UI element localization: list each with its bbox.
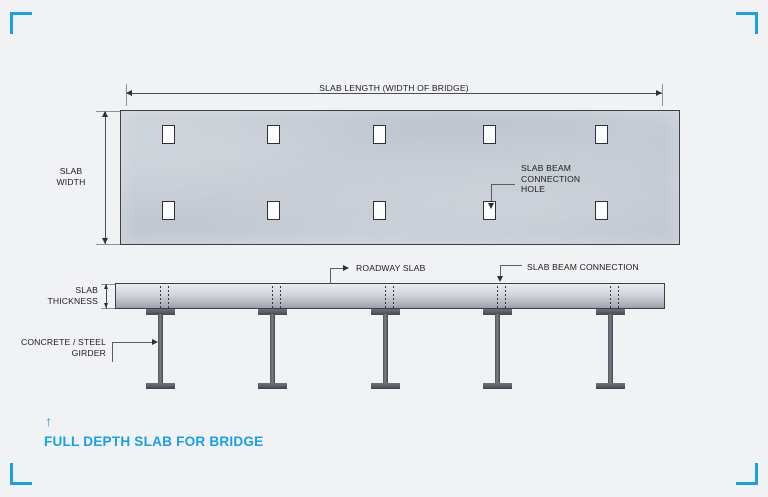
girder-top-flange bbox=[371, 309, 400, 315]
label-concrete-steel-girder: CONCRETE / STEEL GIRDER bbox=[20, 337, 106, 358]
callout-leader-horizontal-roadway bbox=[330, 268, 344, 269]
slab-hole bbox=[267, 201, 280, 220]
callout-leader-vertical-connection bbox=[500, 265, 501, 278]
label-slab-beam-connection-hole: SLAB BEAM CONNECTION HOLE bbox=[521, 163, 581, 195]
callout-leader-horizontal-hole bbox=[491, 184, 515, 185]
slab-hole bbox=[267, 125, 280, 144]
label-slab-length: SLAB LENGTH (WIDTH OF BRIDGE) bbox=[319, 83, 469, 93]
dim-arrow-left-slab-length bbox=[126, 90, 132, 96]
slab-hole bbox=[162, 125, 175, 144]
girder-web bbox=[495, 314, 500, 384]
figure-caption: FULL DEPTH SLAB FOR BRIDGE bbox=[44, 434, 264, 449]
callout-leader-vertical-girder bbox=[112, 342, 113, 362]
slab-hole bbox=[483, 125, 496, 144]
callout-leader-vertical-roadway bbox=[330, 268, 331, 284]
callout-arrow-roadway bbox=[343, 265, 349, 271]
slab-hole bbox=[162, 201, 175, 220]
connection-dash-line bbox=[280, 286, 281, 308]
callout-arrow-connection bbox=[497, 276, 503, 282]
girder-web bbox=[383, 314, 388, 384]
girder-bottom-flange bbox=[146, 383, 175, 389]
girder-web bbox=[270, 314, 275, 384]
connection-dash-line bbox=[393, 286, 394, 308]
girder-web bbox=[158, 314, 163, 384]
dim-line-slab-thickness bbox=[106, 284, 107, 309]
girder-bottom-flange bbox=[258, 383, 287, 389]
elevation-slab bbox=[115, 283, 665, 309]
dim-arrow-up-thickness bbox=[103, 284, 108, 289]
callout-leader-vertical-hole bbox=[491, 184, 492, 206]
callout-leader-horizontal-girder bbox=[112, 342, 154, 343]
dim-line-slab-length bbox=[127, 93, 662, 94]
connection-dash-line bbox=[272, 286, 273, 308]
corner-bracket-bottom-right bbox=[736, 463, 758, 485]
label-slab-width: SLAB WIDTH bbox=[56, 166, 86, 187]
connection-dash-line bbox=[385, 286, 386, 308]
callout-arrow-hole bbox=[488, 203, 494, 209]
connection-dash-line bbox=[618, 286, 619, 308]
slab-hole bbox=[373, 125, 386, 144]
slab-hole bbox=[595, 125, 608, 144]
corner-bracket-top-left bbox=[10, 12, 32, 34]
girder-top-flange bbox=[258, 309, 287, 315]
connection-dash-line bbox=[168, 286, 169, 308]
girder-top-flange bbox=[483, 309, 512, 315]
girder-top-flange bbox=[146, 309, 175, 315]
connection-dash-line bbox=[610, 286, 611, 308]
connection-dash-line bbox=[505, 286, 506, 308]
dim-ext-right-top bbox=[662, 84, 663, 106]
dim-ext-top-left-side bbox=[96, 111, 122, 112]
corner-bracket-bottom-left bbox=[10, 463, 32, 485]
callout-leader-horizontal-connection bbox=[500, 265, 522, 266]
girder-bottom-flange bbox=[596, 383, 625, 389]
dim-ext-bottom-left-side bbox=[96, 244, 122, 245]
girder-top-flange bbox=[596, 309, 625, 315]
girder-web bbox=[608, 314, 613, 384]
label-slab-beam-connection: SLAB BEAM CONNECTION bbox=[527, 262, 639, 272]
dim-line-slab-width bbox=[105, 112, 106, 244]
dim-ext-bottom-thickness bbox=[101, 308, 119, 309]
dim-arrow-up-slab-width bbox=[102, 111, 108, 117]
girder-bottom-flange bbox=[483, 383, 512, 389]
up-arrow-icon: ↑ bbox=[45, 413, 52, 429]
connection-dash-line bbox=[160, 286, 161, 308]
callout-arrow-girder bbox=[152, 339, 158, 345]
slab-hole bbox=[373, 201, 386, 220]
corner-bracket-top-right bbox=[736, 12, 758, 34]
connection-dash-line bbox=[497, 286, 498, 308]
slab-hole bbox=[595, 201, 608, 220]
girder-bottom-flange bbox=[371, 383, 400, 389]
dim-arrow-right-slab-length bbox=[656, 90, 662, 96]
plan-view-slab bbox=[120, 110, 680, 245]
dim-arrow-down-thickness bbox=[103, 303, 108, 308]
label-slab-thickness: SLAB THICKNESS bbox=[47, 285, 98, 306]
dim-ext-top-thickness bbox=[101, 284, 119, 285]
label-roadway-slab: ROADWAY SLAB bbox=[356, 263, 426, 273]
dim-arrow-down-slab-width bbox=[102, 238, 108, 244]
